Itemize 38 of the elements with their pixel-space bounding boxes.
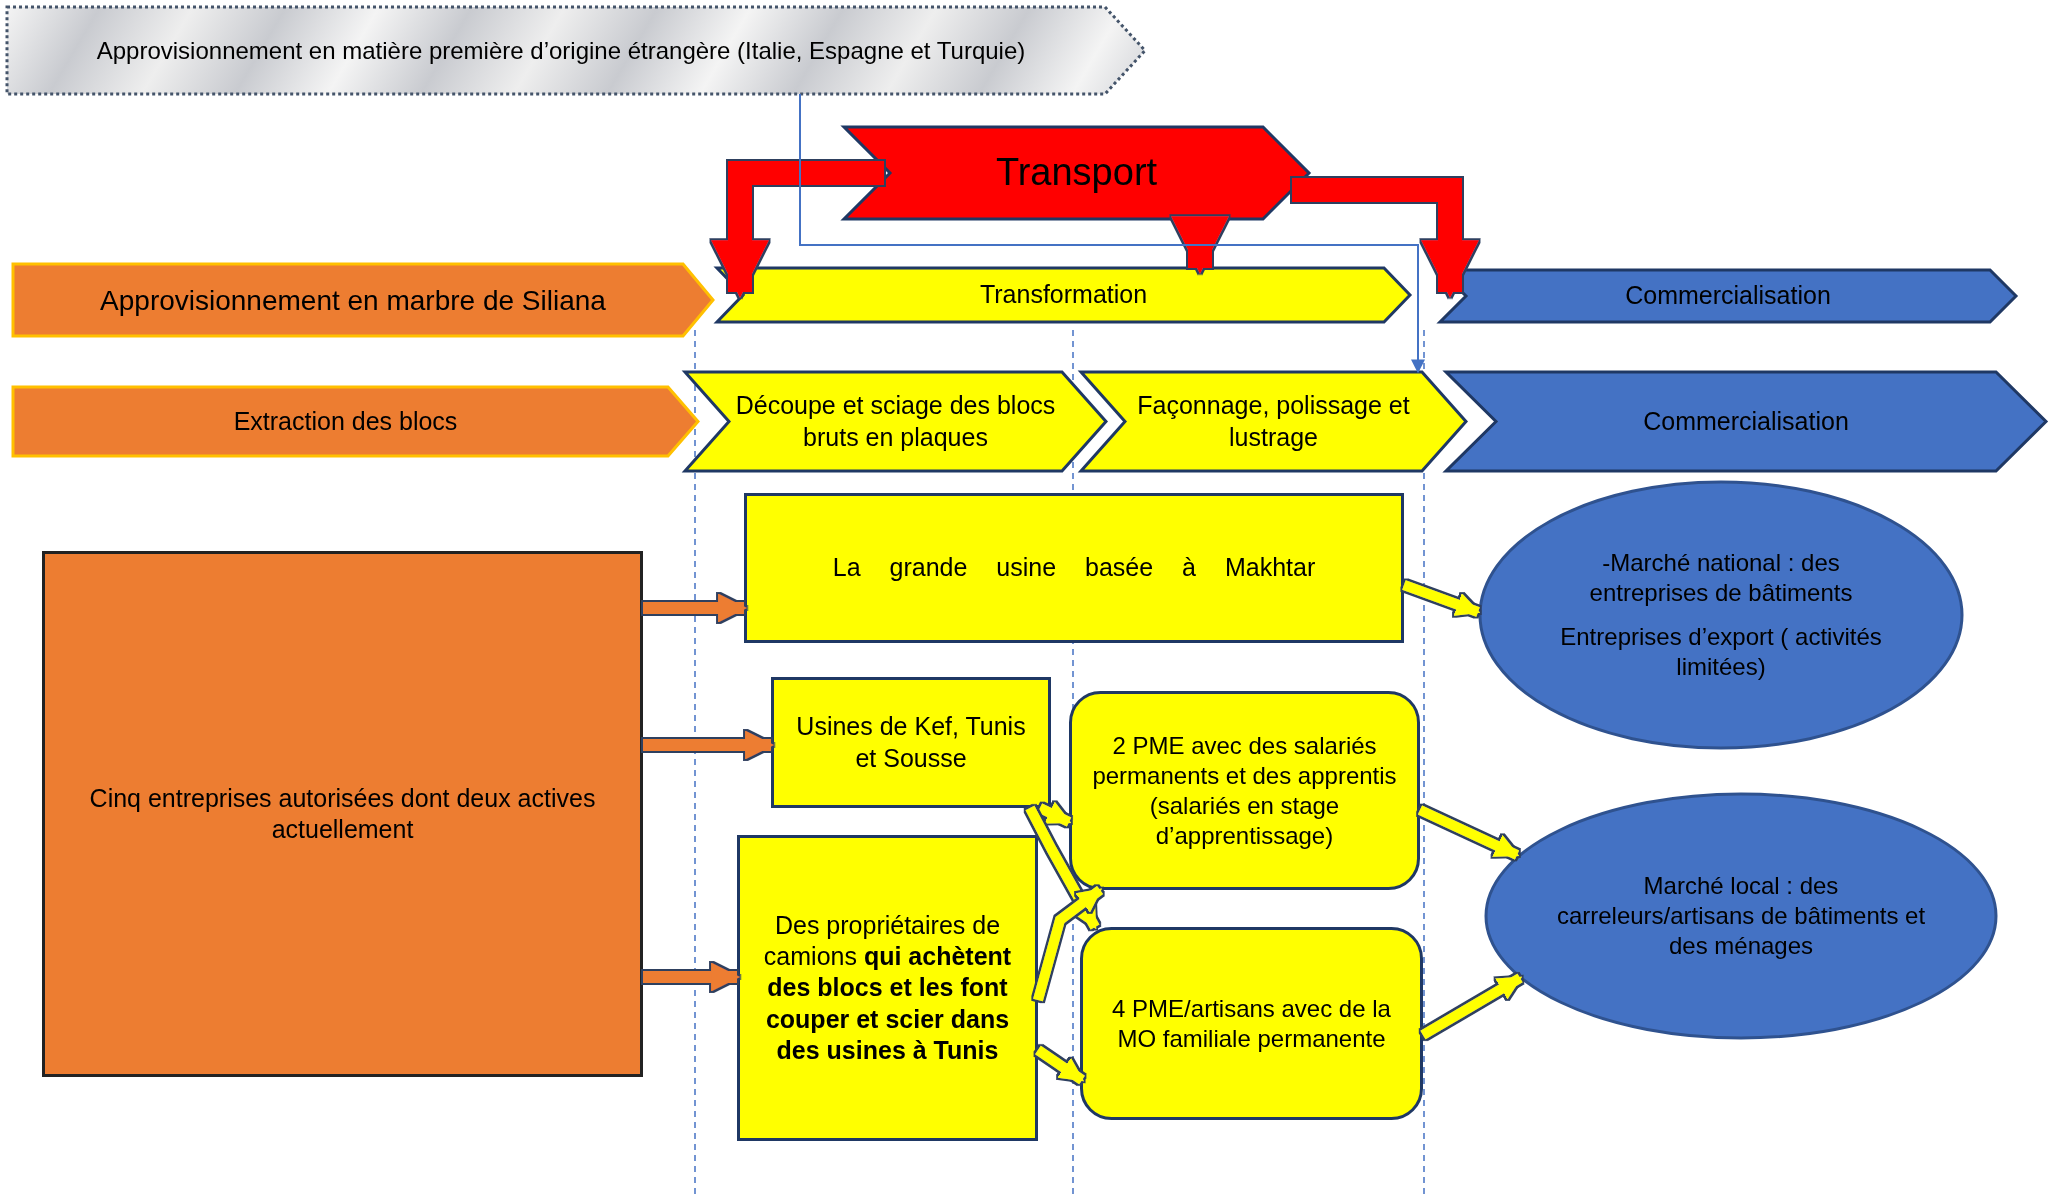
process-box bbox=[744, 493, 1404, 643]
node-text: -Marché national : des entreprises de bâtiments bbox=[1588, 548, 1854, 608]
block-arrow bbox=[1292, 178, 1479, 298]
node-text: Des propriétaires de camions qui achètent des blocs et les font couper et scier dans des usines à Tunis bbox=[762, 909, 1013, 1066]
block-arrow bbox=[1025, 805, 1100, 930]
stage-band bbox=[13, 264, 713, 336]
block-arrow bbox=[1420, 973, 1523, 1040]
node-text: Marché local : des carreleurs/artisans de bâtiments et des ménages bbox=[1556, 871, 1926, 961]
supply-band bbox=[7, 7, 1145, 94]
rounded-box bbox=[1069, 691, 1420, 890]
node-text: La grande usine basée à Makhtar bbox=[832, 552, 1316, 584]
block-arrow bbox=[1033, 886, 1103, 1002]
process-box bbox=[737, 835, 1038, 1141]
block-arrow bbox=[1037, 801, 1072, 827]
block-arrow bbox=[643, 730, 774, 760]
market-ellipse bbox=[1484, 792, 1998, 1040]
node-text: Approvisionnement en marbre de Siliana bbox=[100, 283, 606, 318]
block-arrow bbox=[1417, 805, 1520, 860]
actor-box bbox=[42, 551, 643, 1077]
block-arrow bbox=[1402, 580, 1481, 617]
market-ellipse bbox=[1478, 480, 1964, 750]
node-text: Approvisionnement en matière première d’origine étrangère (Italie, Espagne et Turquie) bbox=[96, 35, 1026, 66]
block-arrow bbox=[643, 962, 740, 992]
block-arrow bbox=[1035, 1045, 1085, 1085]
node-text: Usines de Kef, Tunis et Sousse bbox=[795, 711, 1027, 774]
block-arrow bbox=[711, 161, 884, 298]
step-band bbox=[13, 387, 698, 456]
node-text: Façonnage, polissage et lustrage bbox=[1136, 390, 1411, 453]
process-box bbox=[771, 677, 1051, 808]
node-text: Entreprises d’export ( activités limitées) bbox=[1559, 622, 1883, 682]
block-arrow bbox=[1171, 216, 1229, 274]
node-text: Découpe et sciage des blocs bruts en plaques bbox=[734, 390, 1057, 453]
rounded-box bbox=[1080, 927, 1423, 1120]
node-text: Extraction des blocs bbox=[233, 405, 458, 437]
node-text: 2 PME avec des salariés permanents et des apprentis (salariés en stage d’apprentissage) bbox=[1091, 730, 1398, 851]
block-arrow bbox=[643, 593, 747, 623]
node-text: 4 PME/artisans avec de la MO familiale permanente bbox=[1111, 993, 1392, 1054]
node-text: Cinq entreprises autorisées dont deux actives actuellement bbox=[88, 782, 597, 845]
